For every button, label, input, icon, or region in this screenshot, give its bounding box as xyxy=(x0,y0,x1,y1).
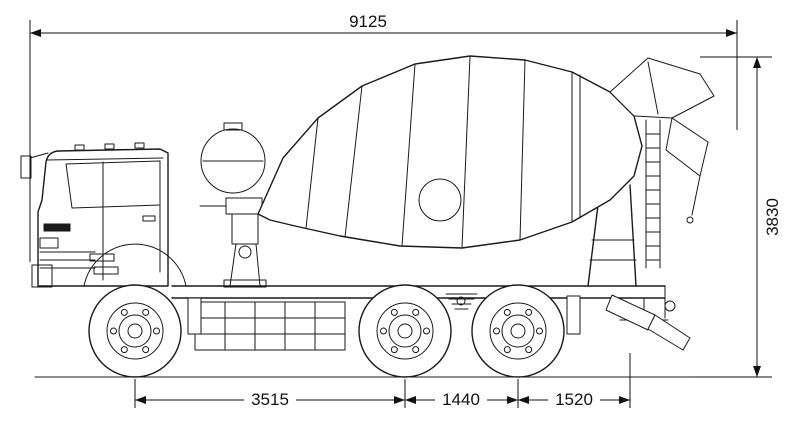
side-mirror xyxy=(20,152,49,179)
subframe-box xyxy=(194,301,346,351)
front-wheel xyxy=(88,284,182,378)
truck-side-view xyxy=(20,55,715,378)
dim-label-mid-to-rear-axle: 1440 xyxy=(442,390,480,409)
front-bumper xyxy=(31,264,53,288)
roof-marker-lamp xyxy=(134,142,145,149)
door-handle xyxy=(142,215,156,222)
dim-overall-height: 3830 xyxy=(690,56,782,378)
dim-label-front-to-mid-axle: 3515 xyxy=(251,390,289,409)
dim-label-rear-axle-to-end: 1520 xyxy=(555,390,593,409)
roof-marker-lamp xyxy=(74,144,85,151)
cab-step-upper xyxy=(89,253,115,262)
bogie-suspension xyxy=(445,293,478,310)
cab-step-lower xyxy=(93,266,119,275)
water-tank xyxy=(200,122,266,194)
mud-flap-rear xyxy=(566,295,581,335)
rear-hopper-assembly xyxy=(605,57,715,351)
drum-drive-unit xyxy=(199,197,267,288)
folded-discharge-chute xyxy=(605,294,656,331)
rear-wheel xyxy=(471,284,565,378)
rear-pedestal xyxy=(587,184,637,287)
dim-label-overall-length: 9125 xyxy=(349,12,387,31)
dimension-annotations: 9125 3830 3515 1440 1520 xyxy=(29,12,782,409)
middle-wheel xyxy=(358,284,452,378)
cab xyxy=(20,142,187,288)
mixer-drum xyxy=(257,55,643,249)
rear-chute xyxy=(665,117,709,177)
dim-overall-length: 9125 xyxy=(29,12,738,262)
mud-flap-front xyxy=(187,297,202,335)
brand-badge xyxy=(43,223,71,232)
windshield-top xyxy=(46,157,164,161)
drum-manhole xyxy=(418,178,462,222)
charging-hopper xyxy=(609,57,715,119)
dim-axle-spacing: 3515 1440 1520 xyxy=(134,353,631,409)
roof-marker-lamp xyxy=(104,143,115,150)
headlight xyxy=(39,237,59,249)
dim-label-overall-height: 3830 xyxy=(763,198,782,236)
front-wheel-arch xyxy=(83,243,187,287)
rear-ladder xyxy=(645,119,661,269)
